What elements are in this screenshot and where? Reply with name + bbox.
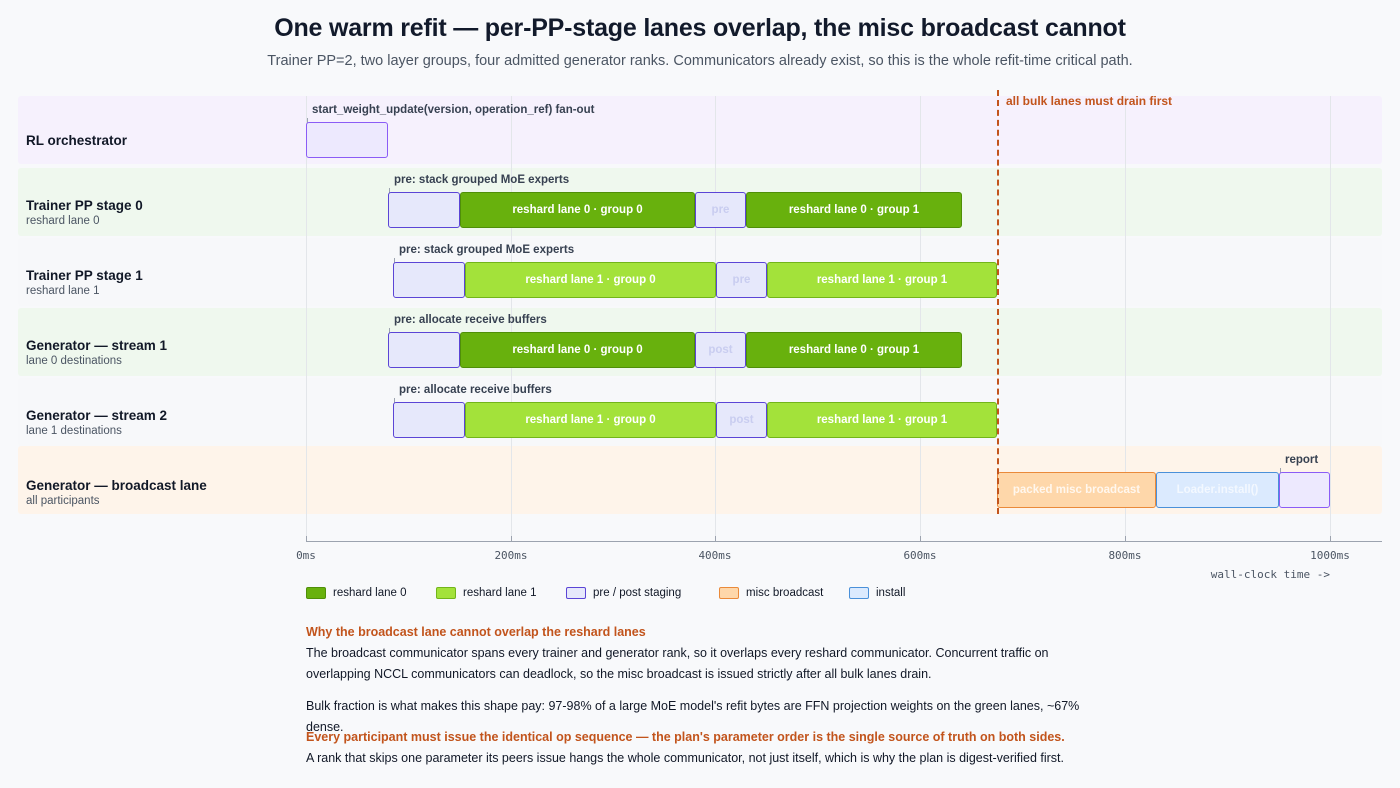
note-heading-op-sequence: Every participant must issue the identic… xyxy=(306,730,1065,744)
stream2-group1-bar[interactable]: reshard lane 1 · group 1 xyxy=(767,402,997,438)
legend-item-staging: pre / post staging xyxy=(566,587,681,599)
lane-sublabel: all participants xyxy=(26,495,100,507)
stage1-annotation: pre: stack grouped MoE experts xyxy=(399,244,575,256)
axis-tick xyxy=(715,536,716,542)
stream1-group0-bar[interactable]: reshard lane 0 · group 0 xyxy=(460,332,695,368)
stage0-group0-bar[interactable]: reshard lane 0 · group 0 xyxy=(460,192,695,228)
stream1-post-bar[interactable]: post xyxy=(695,332,746,368)
lane-label: Trainer PP stage 0 xyxy=(26,198,143,213)
gridline xyxy=(306,96,307,540)
note-paragraph-bulk-fraction: Bulk fraction is what makes this shape p… xyxy=(306,699,1080,734)
lane-rl-orchestrator xyxy=(18,96,1382,164)
gridline xyxy=(1330,96,1331,540)
stage1-group0-bar[interactable]: reshard lane 1 · group 0 xyxy=(465,262,716,298)
legend-swatch xyxy=(306,587,326,599)
drain-marker-label: all bulk lanes must drain first xyxy=(1006,94,1173,108)
page-subtitle: Trainer PP=2, two layer groups, four adm… xyxy=(267,53,1133,69)
axis-tick xyxy=(1330,536,1331,542)
legend-swatch xyxy=(849,587,869,599)
annotation-tick xyxy=(1280,468,1281,473)
legend-item-reshard-lane-0: reshard lane 0 xyxy=(306,587,407,599)
axis-tick xyxy=(306,536,307,542)
legend-label: reshard lane 1 xyxy=(463,587,537,599)
lane-sublabel: lane 0 destinations xyxy=(26,355,122,367)
axis-tick-label: 800ms xyxy=(1108,549,1142,562)
legend-item-reshard-lane-1: reshard lane 1 xyxy=(436,587,537,599)
axis-tick xyxy=(1125,536,1126,542)
stream2-pre-bar[interactable] xyxy=(393,402,465,438)
legend-label: reshard lane 0 xyxy=(333,587,407,599)
lane-sublabel: reshard lane 1 xyxy=(26,285,100,297)
stage0-group1-bar[interactable]: reshard lane 0 · group 1 xyxy=(746,192,962,228)
legend-swatch xyxy=(719,587,739,599)
annotation-tick xyxy=(394,258,395,263)
lane-label: RL orchestrator xyxy=(26,133,128,148)
stream1-group1-bar[interactable]: reshard lane 0 · group 1 xyxy=(746,332,962,368)
axis-tick-label: 0ms xyxy=(296,549,316,562)
gridline xyxy=(511,96,512,540)
axis-tick-label: 600ms xyxy=(903,549,937,562)
orchestrator-annotation: start_weight_update(version, operation_r… xyxy=(312,104,595,116)
gridline xyxy=(920,96,921,540)
report-annotation: report xyxy=(1285,454,1319,466)
stream2-group0-bar[interactable]: reshard lane 1 · group 0 xyxy=(465,402,716,438)
legend-item-misc-broadcast: misc broadcast xyxy=(719,587,823,599)
axis-tick-label: 1000ms xyxy=(1310,549,1350,562)
stream1-annotation: pre: allocate receive buffers xyxy=(394,314,547,326)
stage1-group1-bar[interactable]: reshard lane 1 · group 1 xyxy=(767,262,997,298)
axis-tick xyxy=(920,536,921,542)
lane-label: Generator — stream 2 xyxy=(26,408,168,423)
axis-tick-label: 200ms xyxy=(494,549,528,562)
gridline xyxy=(1125,96,1126,540)
page-title: One warm refit — per-PP-stage lanes over… xyxy=(274,14,1126,42)
drain-marker-line xyxy=(997,90,999,514)
note-paragraph-broadcast: The broadcast communicator spans every t… xyxy=(306,646,1049,681)
annotation-tick xyxy=(389,328,390,333)
lane-sublabel: reshard lane 0 xyxy=(26,215,100,227)
note-paragraph-op-sequence: A rank that skips one parameter its peer… xyxy=(306,751,1064,765)
legend-label: pre / post staging xyxy=(593,587,682,599)
stream2-annotation: pre: allocate receive buffers xyxy=(399,384,552,396)
stage0-annotation: pre: stack grouped MoE experts xyxy=(394,174,570,186)
lane-label: Generator — broadcast lane xyxy=(26,478,207,493)
stream1-pre-bar[interactable] xyxy=(388,332,460,368)
annotation-tick xyxy=(394,398,395,403)
axis-caption: wall-clock time -> xyxy=(1210,568,1330,581)
stage1-pre-bar[interactable] xyxy=(393,262,465,298)
time-axis xyxy=(306,541,1382,542)
stream2-post-bar[interactable]: post xyxy=(716,402,767,438)
stage1-mid-pre-bar[interactable]: pre xyxy=(716,262,767,298)
legend-label: install xyxy=(876,587,906,599)
stage0-mid-pre-bar[interactable]: pre xyxy=(695,192,746,228)
legend-label: misc broadcast xyxy=(746,587,824,599)
report-bar[interactable] xyxy=(1279,472,1330,508)
stage0-pre-bar[interactable] xyxy=(388,192,460,228)
loader-install-bar[interactable]: Loader.install() xyxy=(1156,472,1279,508)
legend-swatch xyxy=(566,587,586,599)
lane-label: Trainer PP stage 1 xyxy=(26,268,143,283)
annotation-tick xyxy=(389,188,390,193)
orchestrator-fanout-bar[interactable] xyxy=(306,122,388,158)
lane-label: Generator — stream 1 xyxy=(26,338,168,353)
legend-swatch xyxy=(436,587,456,599)
lane-sublabel: lane 1 destinations xyxy=(26,425,122,437)
misc-broadcast-bar[interactable]: packed misc broadcast xyxy=(997,472,1156,508)
note-heading-broadcast: Why the broadcast lane cannot overlap th… xyxy=(306,625,646,639)
legend-item-install: install xyxy=(849,587,905,599)
axis-tick xyxy=(511,536,512,542)
gridline xyxy=(715,96,716,540)
annotation-tick xyxy=(307,118,308,123)
axis-tick-label: 400ms xyxy=(698,549,732,562)
